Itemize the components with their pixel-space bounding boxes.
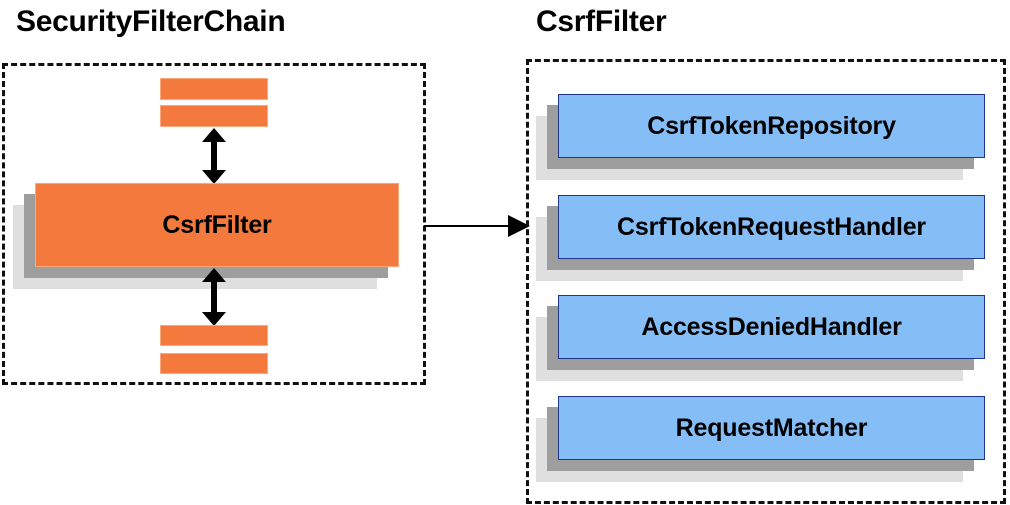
csrf-filter-node-label: CsrfFilter <box>162 210 272 239</box>
page-title-security-filter-chain: SecurityFilterChain <box>16 5 286 38</box>
collaborator-node-request-matcher[interactable]: RequestMatcher <box>536 396 985 482</box>
collaborator-node-csrf-token-request-handler[interactable]: CsrfTokenRequestHandler <box>536 195 985 281</box>
filter-bar-2 <box>160 105 268 127</box>
collaborator-node-face: CsrfTokenRequestHandler <box>558 195 985 259</box>
arrow-stem <box>211 139 217 173</box>
arrow-head-right-icon <box>508 215 530 237</box>
csrf-filter-collaborators-panel <box>526 59 1006 504</box>
csrf-filter-expansion-arrow <box>424 215 530 237</box>
arrow-head-up-icon <box>202 268 226 282</box>
collaborator-node-label: CsrfTokenRepository <box>647 111 896 140</box>
arrow-head-down-icon <box>202 170 226 184</box>
collaborator-node-label: AccessDeniedHandler <box>641 312 902 341</box>
collaborator-node-access-denied-handler[interactable]: AccessDeniedHandler <box>536 295 985 381</box>
collaborator-node-face: RequestMatcher <box>558 396 985 460</box>
csrf-filter-node-face: CsrfFilter <box>35 183 399 267</box>
csrf-filter-node[interactable]: CsrfFilter <box>13 183 399 289</box>
filter-bar-4 <box>160 353 268 374</box>
page-title-csrf-filter: CsrfFilter <box>536 5 667 38</box>
collaborator-node-csrf-token-repository[interactable]: CsrfTokenRepository <box>536 94 985 180</box>
double-arrow-below-csrf-filter <box>202 268 226 326</box>
security-filter-chain-panel <box>2 63 426 385</box>
arrow-head-down-icon <box>202 312 226 326</box>
arrow-stem <box>211 279 217 315</box>
double-arrow-above-csrf-filter <box>202 128 226 184</box>
filter-bar-1 <box>160 78 268 100</box>
arrow-head-up-icon <box>202 128 226 142</box>
filter-bar-3 <box>160 325 268 346</box>
collaborator-node-face: AccessDeniedHandler <box>558 295 985 359</box>
collaborator-node-label: RequestMatcher <box>675 413 868 442</box>
collaborator-node-face: CsrfTokenRepository <box>558 94 985 158</box>
collaborator-node-label: CsrfTokenRequestHandler <box>617 212 926 241</box>
arrow-stem <box>424 225 517 227</box>
